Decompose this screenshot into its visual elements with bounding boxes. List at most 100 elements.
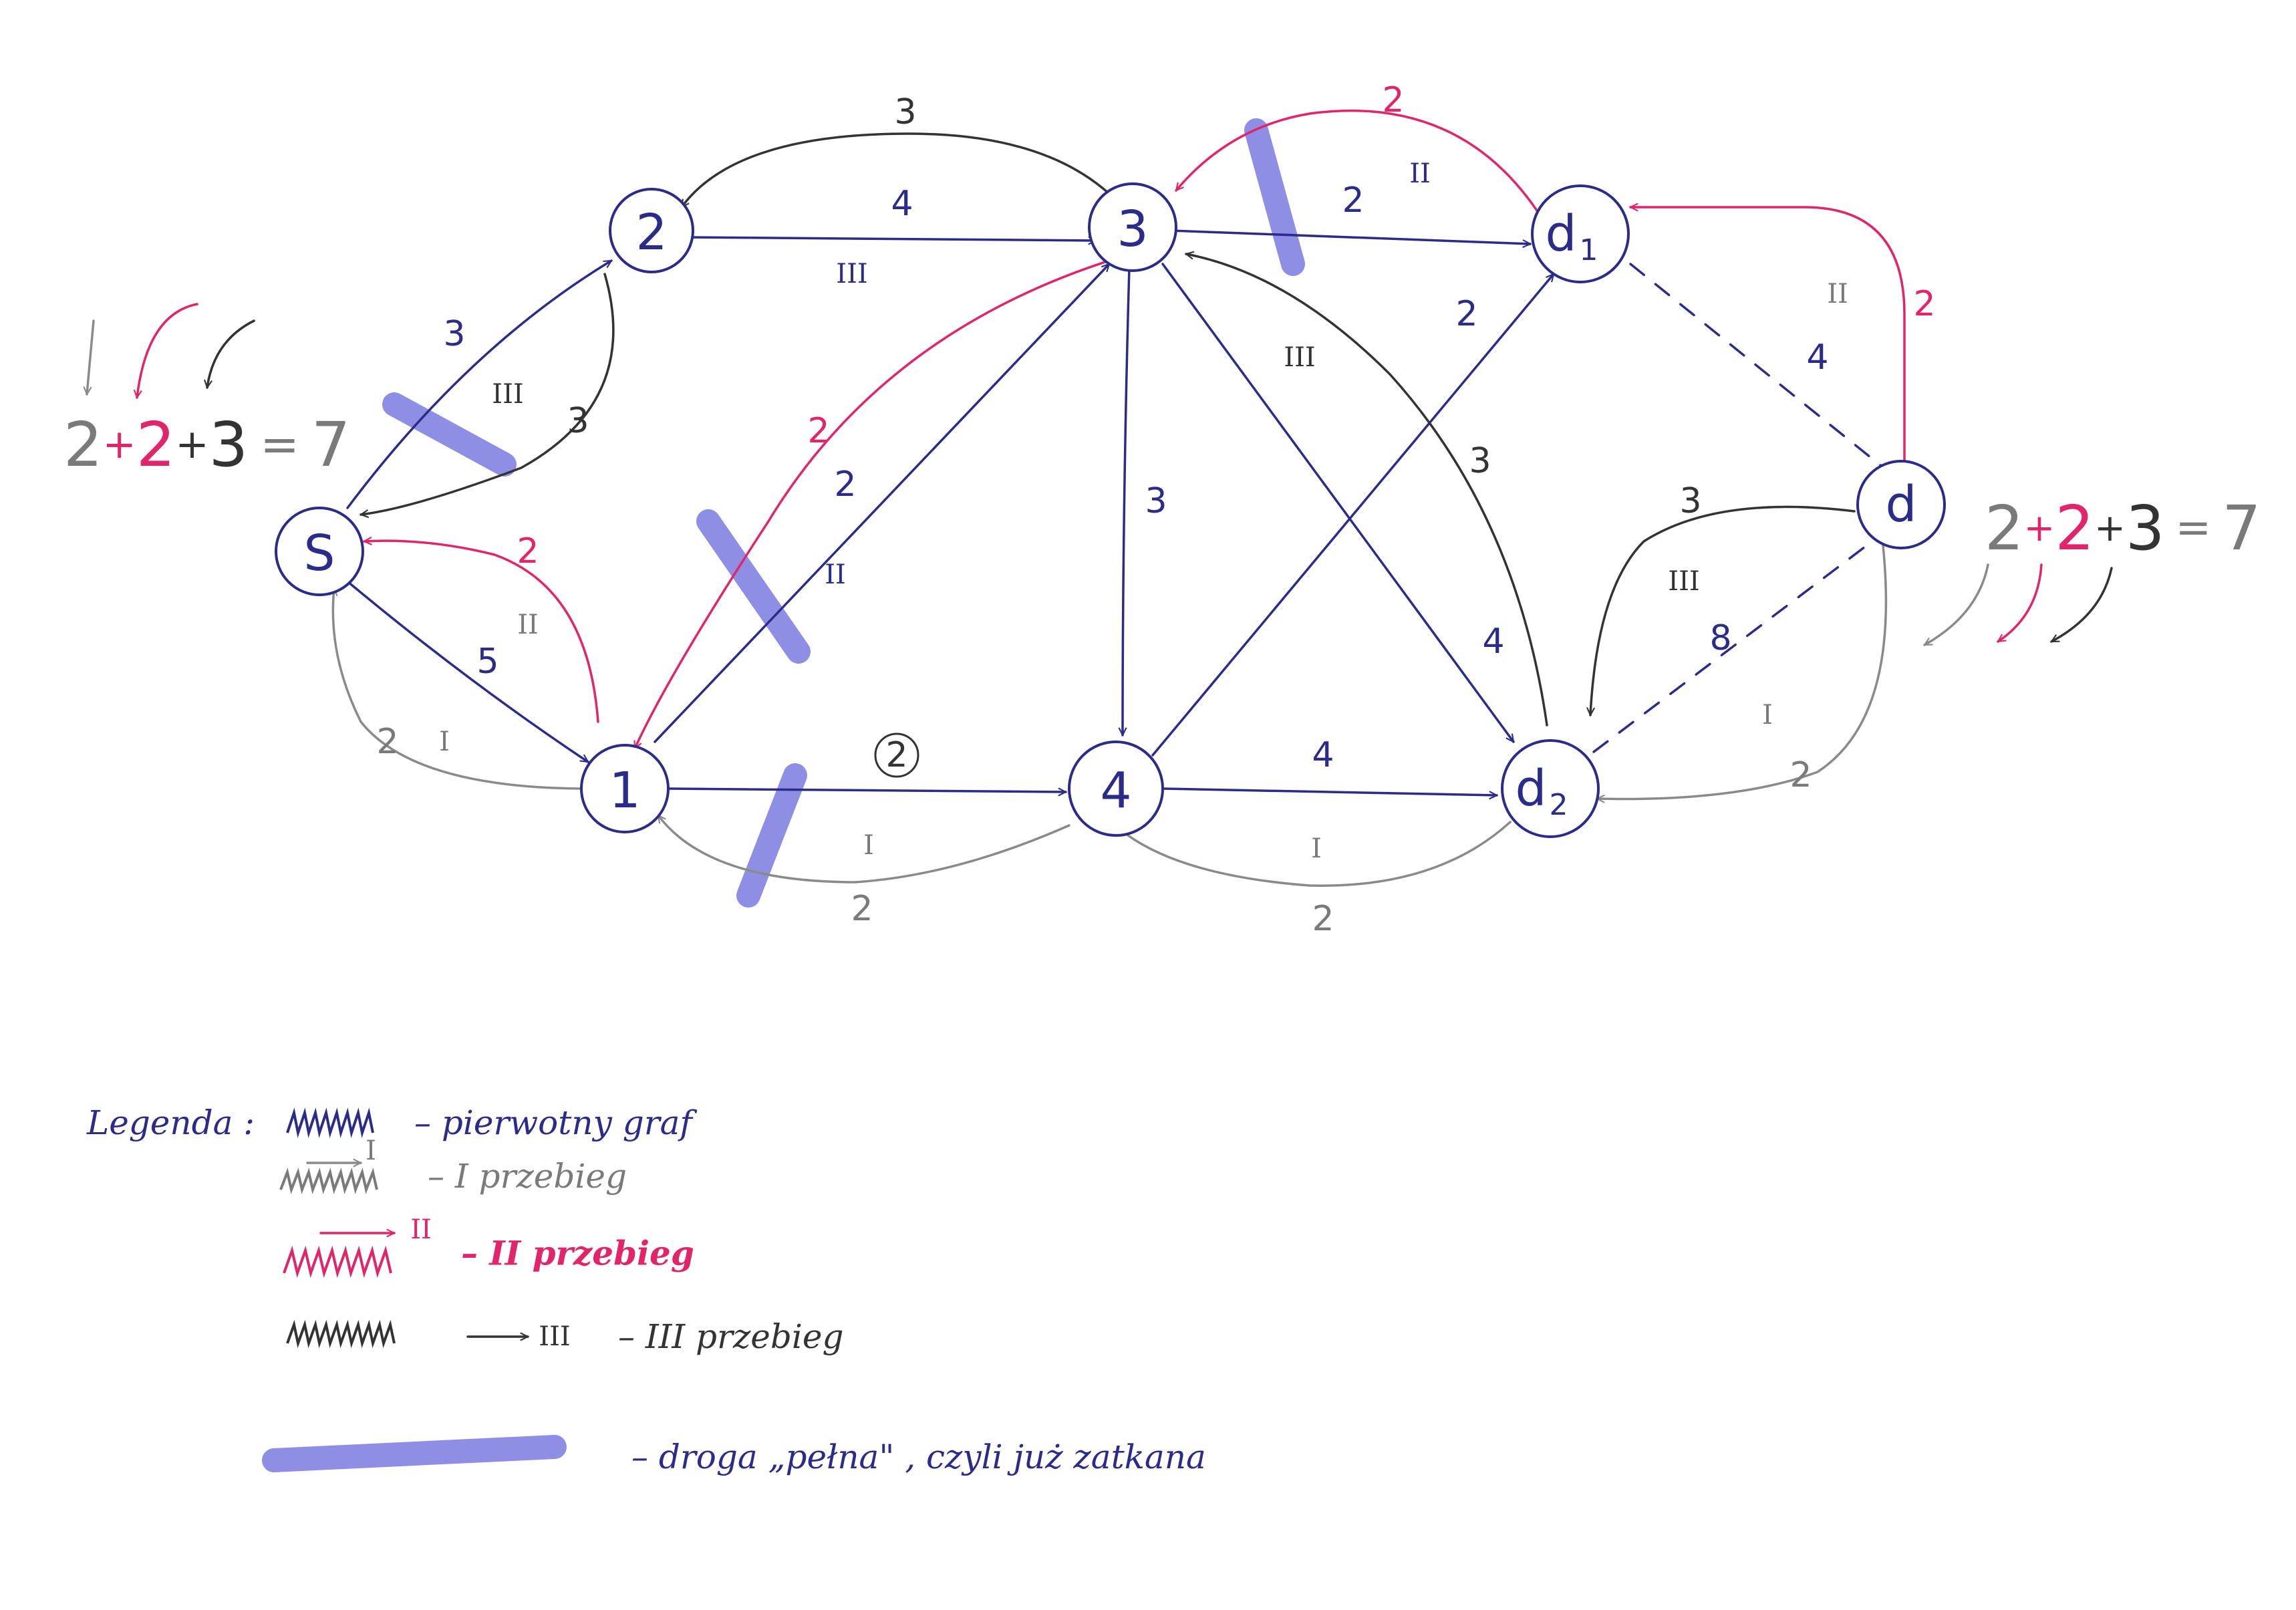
capacity-d1-3-red: 2 (1382, 80, 1404, 120)
legend-pass-three-label: – III przebieg (618, 1317, 843, 1356)
sum-left-plus1: + (103, 421, 136, 468)
capacity-1-s-red: 2 (517, 531, 539, 571)
sum-left-arrow-red (137, 303, 198, 398)
legend-pass-one-mark: I (366, 1135, 376, 1166)
pass-label-1-4: I (863, 830, 874, 861)
blocked-marker-1-4 (736, 763, 807, 908)
nodes: S 1 2 3 4 d1 d2 d (275, 182, 1946, 838)
sum-right-arrow-red (1998, 563, 2043, 643)
blocked-marker-s-2 (382, 392, 517, 477)
capacity-d2-3-black: 3 (1469, 441, 1491, 481)
capacity-4-d2: 4 (1312, 735, 1334, 775)
capacity-1-3: 2 (834, 464, 856, 505)
svg-text:d2: d2 (1516, 760, 1568, 822)
capacity-4-1-gray: 2 (851, 889, 873, 929)
blocked-marker-1-3 (696, 509, 811, 664)
capacity-1-s-gray: 2 (376, 722, 398, 762)
legend-swatch-pass-one (279, 1168, 378, 1194)
sum-left-c: 3 (209, 409, 249, 481)
edge-d-d1-red (1629, 207, 1906, 462)
pass-label-s-1: II (517, 610, 539, 640)
legend-swatch-blocked (262, 1435, 567, 1472)
capacity-d-d1-red: 2 (1913, 284, 1935, 324)
legend-pass-one-label: – I przebieg (428, 1157, 627, 1196)
edge-s-1 (346, 580, 588, 763)
capacity-2-3: 4 (891, 184, 913, 224)
pass-label-3-d1: II (1409, 158, 1431, 189)
edge-d2-4-gray (1119, 821, 1512, 887)
sum-right-a: 2 (1985, 493, 2024, 564)
legend-swatch-pass-three (286, 1319, 396, 1349)
edge-1-4 (667, 787, 1067, 792)
capacity-3-d1: 2 (1342, 180, 1364, 221)
svg-text:d1: d1 (1546, 205, 1598, 267)
pass-label-4-d2: I (1311, 833, 1322, 864)
pass-label-d2-d-gray: I (1762, 700, 1773, 730)
edge-4-d1 (1151, 274, 1555, 757)
node-s: S (275, 507, 364, 596)
node-3: 3 (1088, 182, 1177, 272)
node-2: 2 (609, 188, 694, 273)
node-d1: d1 (1531, 184, 1630, 283)
edge-1-s-gray (333, 588, 589, 790)
capacity-1-4: 2 (885, 735, 907, 775)
edge-d-d2-black (1590, 505, 1856, 715)
edge-labels: 3 4 III 2 II 2 3 3 III 2 2 II 5 II 2 2 I… (376, 80, 1935, 939)
capacity-s-2: 3 (443, 314, 465, 354)
edge-1-s-red (364, 541, 599, 723)
edge-2-3 (687, 236, 1097, 241)
edge-3-4 (1123, 266, 1131, 736)
edge-4-1-gray (657, 815, 1070, 884)
legend-original-label: – pierwotny graf (414, 1103, 697, 1142)
pass-label-1-3: II (825, 559, 846, 590)
capacity-2-s-black: 3 (567, 401, 589, 441)
capacity-4-d1: 2 (1455, 294, 1477, 334)
blocked-markers (382, 118, 1305, 908)
sum-right-c: 3 (2126, 493, 2165, 564)
sum-right-b: 2 (2055, 493, 2094, 564)
sum-left-b: 2 (136, 409, 176, 481)
node-4: 4 (1068, 741, 1164, 837)
pass-label-d2-d: III (1668, 566, 1699, 597)
sum-left-total: 7 (311, 409, 351, 481)
legend: Legenda : – pierwotny graf I – I przebie… (86, 1103, 1206, 1476)
legend-title: Legenda : (86, 1103, 255, 1142)
edge-4-d2 (1161, 787, 1498, 795)
pass-label-s-1-gray: I (439, 726, 450, 757)
edge-3-1-red (633, 259, 1111, 749)
sum-left: 2+2+3=7 (63, 303, 350, 481)
edges (333, 109, 1906, 887)
svg-text:2: 2 (635, 204, 667, 261)
capacity-d-d2-gray: 2 (1789, 755, 1812, 795)
legend-swatch-pass-two (283, 1245, 392, 1279)
legend-swatch-original (286, 1107, 374, 1138)
svg-text:4: 4 (1100, 762, 1131, 819)
node-1: 1 (580, 744, 670, 833)
edge-1-3 (654, 263, 1111, 743)
node-d2: d2 (1501, 739, 1600, 838)
sum-left-eq: = (260, 417, 299, 472)
sum-right-plus2: + (2094, 507, 2126, 550)
circled-capacity-1-4 (874, 732, 919, 778)
capacity-3-2-black: 3 (894, 92, 916, 132)
edge-d1-d (1629, 263, 1888, 473)
edge-3-d2 (1161, 263, 1515, 742)
pass-label-d1-d: II (1827, 279, 1848, 309)
legend-blocked-label: – droga „pełna" , czyli już zatkana (631, 1438, 1206, 1476)
sum-right: 2+2+3=7 (1924, 493, 2261, 646)
edge-d1-3-red (1175, 109, 1538, 212)
svg-text:2+2+3=7: 2+2+3=7 (63, 409, 350, 481)
sum-right-plus1: + (2024, 507, 2055, 550)
legend-pass-two-label: – II przebieg (461, 1234, 694, 1273)
edge-d-d2-gray (1596, 527, 1888, 799)
pass-label-2-s: III (492, 379, 523, 410)
pass-label-3-d2: III (1284, 342, 1315, 373)
sum-left-arrow-black (207, 319, 255, 388)
edge-d2-d (1592, 533, 1881, 753)
sum-right-arrow-black (2051, 567, 2113, 643)
blocked-marker-3-d1 (1244, 118, 1305, 276)
capacity-d2-d: 8 (1709, 618, 1731, 658)
capacity-s-1: 5 (476, 642, 498, 682)
edge-2-s-black (361, 273, 615, 515)
